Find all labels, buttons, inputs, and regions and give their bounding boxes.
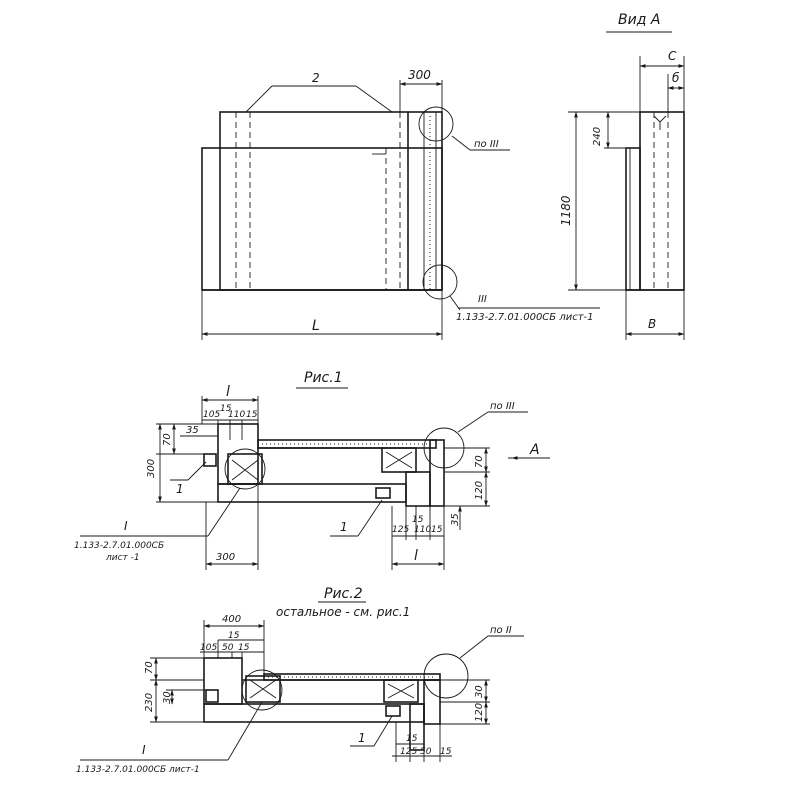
callout-circle-bottom [422,264,458,300]
fig1-dim-bottom-125: 125 [392,525,409,535]
fig1-dim-300-left: 300 [146,459,157,478]
fig2-dim-top-105: 105 [200,643,217,653]
fig2-dim-400: 400 [222,614,241,625]
fig1-dim-35-right: 35 [450,513,461,526]
fig1-ref-I-sheet: лист -1 [105,553,140,563]
fig2-right-block [383,679,419,703]
fig1-item-1-left: 1 [176,482,184,496]
fig2-subcaption: остальное - см. рис.1 [276,605,410,619]
fig2-dim-bottom-50: 50 [420,747,432,757]
fig1-dim-bottom-110: 110 [414,525,431,535]
fig2-dim-30-left: 30 [162,691,173,704]
fig1-left-block [227,453,263,485]
fig1-dim-300-bottom: 300 [216,552,235,563]
fig1-arrow-A: А [529,442,540,458]
fig2-callout-circle [423,653,469,699]
fig2-dim-bottom-15b: 15 [440,747,452,757]
fig-1: Рис.1 по III А l 105 15 [74,370,550,570]
fig1-right-block [381,447,417,473]
fig1-dim-top-15a: 15 [220,404,232,414]
dim-300-top: 300 [408,68,431,82]
fig1-dim-bottom-15b: 15 [431,525,443,535]
po-III-label: по III [474,139,499,150]
fig1-dim-120-right: 120 [474,481,485,500]
fig1-dim-top-110: 110 [228,410,245,420]
fig2-dim-top-15a: 15 [228,631,240,641]
fig1-ref-I: 1.133-2.7.01.000СБ [74,541,164,551]
view-a: Вид А С б 240 1180 В [559,12,685,340]
fig2-po-II: по II [490,625,512,636]
fig2-dim-230-left: 230 [144,693,155,712]
fig2-dim-bottom-125: 125 [400,747,417,757]
fig1-mark-I: I [124,519,128,533]
fig2-dim-30-right: 30 [474,685,485,698]
fig2-bolt-left [205,689,219,703]
fig2-dim-bottom-15a: 15 [406,734,418,744]
fig2-ref-I: 1.133-2.7.01.000СБ лист-1 [76,765,200,775]
label-2: 2 [312,71,320,85]
fig1-dim-top-15b: 15 [246,410,258,420]
front-panel [201,147,443,291]
view-a-body [639,111,685,291]
view-a-plate [625,147,641,291]
fig2-dim-70-left: 70 [144,661,155,674]
view-a-dim-1180: 1180 [559,195,573,226]
fig1-right-post [405,471,431,507]
view-a-dim-b-small: б [672,71,680,85]
fig1-po-III: по III [490,401,515,412]
elevation-view: 2 300 по III III 1.133-2.7.01.000СБ лист… [201,68,600,340]
view-a-dim-c: С [668,49,677,63]
fig1-dim-70-left: 70 [162,433,173,446]
dim-L: L [312,318,320,334]
fig2-dim-120-right: 120 [474,703,485,722]
fig1-dim-bottom-15a: 15 [412,515,424,525]
fig1-dim-top-105: 105 [203,410,220,420]
fig2-left-block [245,675,281,703]
fig1-item-1-right: 1 [340,520,348,534]
fig2-mark-I: I [142,743,146,757]
fig2-item-1: 1 [358,731,366,745]
fig1-right-upright [429,439,445,507]
fig1-caption: Рис.1 [304,370,343,386]
fig1-dim-l-bottom: l [414,548,418,564]
view-a-dim-B: В [648,317,656,331]
mark-III: III [478,294,487,305]
fig2-bolt-right [385,705,401,717]
fig2-dim-top-15b: 15 [238,643,250,653]
fig1-bolt-left [203,453,217,467]
fig1-dim-70-right: 70 [474,455,485,468]
fig-2: Рис.2 остальное - см. рис.1 по II 400 15 [76,586,524,775]
view-a-title: Вид А [618,12,660,28]
fig1-dim-35: 35 [186,425,199,436]
fig2-caption: Рис.2 [324,586,363,602]
ref-III: 1.133-2.7.01.000СБ лист-1 [456,312,594,323]
view-a-dim-240: 240 [592,127,603,146]
fig1-dim-l-top: l [226,384,230,400]
fig2-left-post [203,657,243,705]
fig1-bolt-right [375,487,391,499]
fig1-bottom-beam [217,483,407,503]
fig2-dim-top-50: 50 [222,643,234,653]
callout-circle-top [418,106,454,142]
